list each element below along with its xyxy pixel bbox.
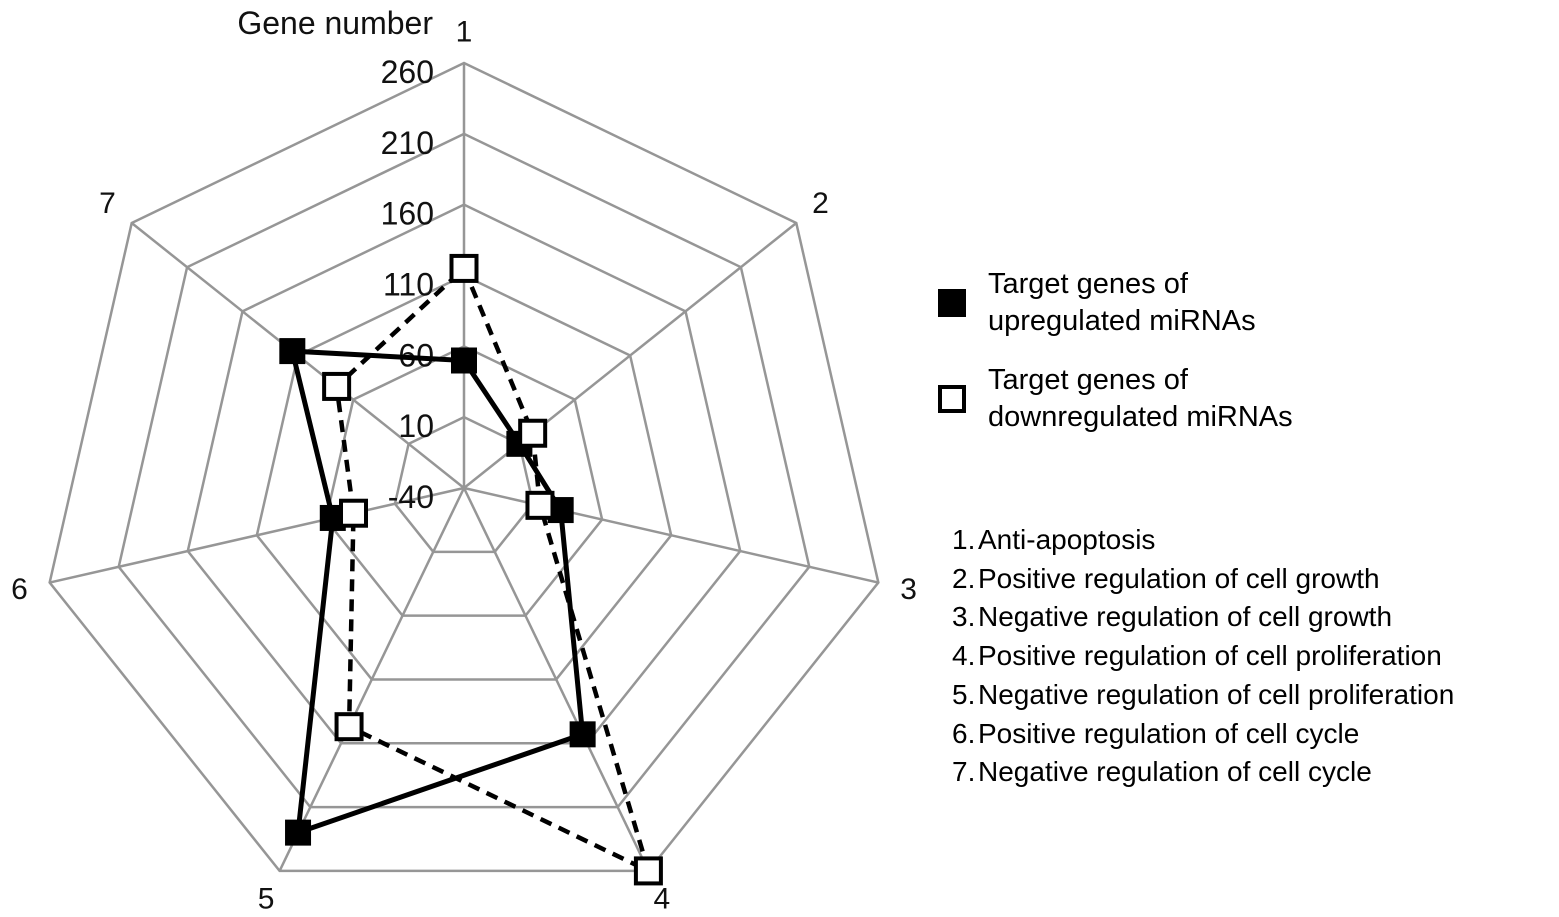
tick-label: 210 [381, 125, 434, 161]
axis-spoke [278, 487, 466, 872]
tick-label: 260 [381, 54, 434, 90]
axis-spoke [49, 486, 465, 584]
category-label: Positive regulation of cell proliferatio… [978, 640, 1442, 672]
grid-ring [48, 61, 880, 873]
category-item-2: 2. Positive regulation of cell growth [952, 560, 1454, 599]
open-square-marker [334, 712, 364, 742]
chart-title: Gene number [237, 5, 433, 41]
category-item-1: 1. Anti-apoptosis [952, 521, 1454, 560]
tick-label: 160 [381, 196, 434, 232]
category-label: Negative regulation of cell growth [978, 601, 1393, 633]
category-item-3: 3. Negative regulation of cell growth [952, 598, 1454, 637]
legend-label-upregulated: Target genes of upregulated miRNAs [988, 268, 1256, 337]
open-square-marker [339, 498, 369, 528]
grid-ring [324, 344, 604, 617]
category-label: Positive regulation of cell growth [978, 562, 1380, 594]
open-square-icon [938, 385, 966, 413]
axis-number-label: 6 [11, 573, 28, 606]
tick-label: 10 [398, 408, 434, 444]
filled-square-marker [569, 721, 596, 748]
axis-number-label: 3 [900, 573, 917, 606]
open-square-marker [322, 371, 352, 401]
category-number: 5. [952, 678, 976, 710]
category-number: 3. [952, 601, 976, 633]
tick-label: 110 [383, 267, 434, 303]
filled-square-icon [938, 289, 966, 317]
category-label: Negative regulation of cell cycle [978, 756, 1372, 788]
legend: Target genes of upregulated miRNAs Targe… [938, 266, 1293, 458]
open-square-marker [449, 253, 479, 283]
category-label: Positive regulation of cell cycle [978, 717, 1360, 749]
category-label: Negative regulation of cell proliferatio… [978, 678, 1455, 710]
category-label: Anti-apoptosis [978, 524, 1156, 555]
axis-number-label: 2 [812, 187, 829, 220]
open-square-marker [518, 418, 548, 448]
axis-number-label: 7 [99, 187, 116, 220]
legend-item-downregulated: Target genes of downregulated miRNAs [938, 362, 1293, 436]
category-item-5: 5. Negative regulation of cell prolifera… [952, 676, 1454, 715]
axis-number-label: 1 [456, 16, 473, 49]
filled-square-marker [451, 347, 477, 374]
category-number: 1. [952, 524, 976, 555]
category-number: 7. [952, 756, 976, 788]
category-number: 4. [952, 640, 976, 672]
category-item-6: 6. Positive regulation of cell cycle [952, 715, 1454, 754]
legend-item-upregulated: Target genes of upregulated miRNAs [938, 266, 1293, 340]
filled-square-marker [279, 338, 306, 365]
category-item-7: 7. Negative regulation of cell cycle [952, 753, 1454, 792]
grid-ring [255, 274, 673, 681]
open-square-marker [525, 490, 555, 520]
category-item-4: 4. Positive regulation of cell prolifera… [952, 637, 1454, 676]
open-square-marker [633, 856, 663, 886]
tick-label: -40 [388, 479, 434, 515]
grid-ring [117, 132, 811, 809]
category-number: 2. [952, 562, 976, 594]
filled-square-marker [285, 819, 312, 846]
axis-number-label: 4 [654, 882, 671, 915]
legend-label-downregulated: Target genes of downregulated miRNAs [988, 364, 1293, 433]
axis-spoke [462, 487, 650, 872]
category-list: 1. Anti-apoptosis 2. Positive regulation… [952, 521, 1454, 792]
grid-ring [186, 203, 742, 745]
category-number: 6. [952, 717, 976, 749]
axis-number-label: 5 [258, 882, 275, 915]
